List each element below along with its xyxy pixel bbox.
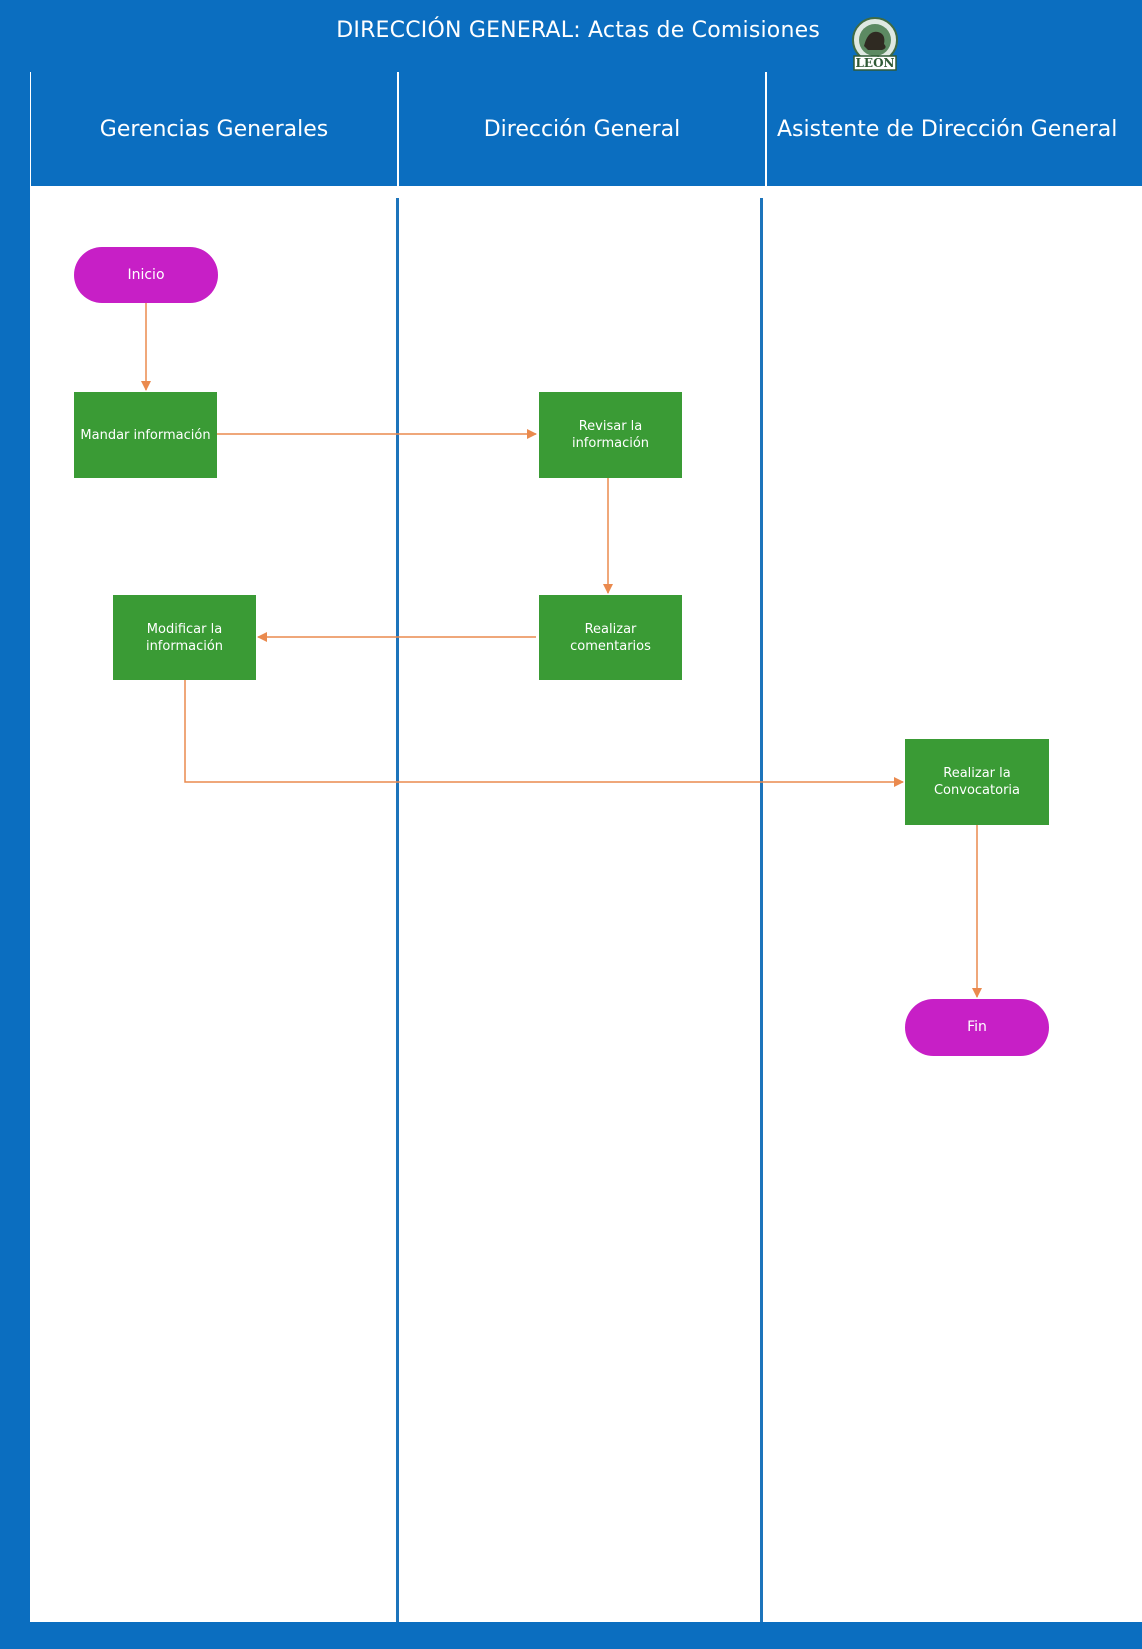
diagram-title: DIRECCIÓN GENERAL: Actas de Comisiones (336, 18, 820, 43)
lane-divider (760, 198, 763, 1622)
lion-crest-icon: LEÓN (852, 17, 898, 71)
process-modificar-informacion: Modificar la información (113, 595, 256, 680)
process-realizar-convocatoria: Realizar la Convocatoria (905, 739, 1049, 825)
lane-header-direccion: Dirección General (398, 72, 766, 186)
end-node: Fin (905, 999, 1049, 1056)
lane-header-gerencias: Gerencias Generales (30, 72, 398, 186)
start-node: Inicio (74, 247, 218, 303)
process-mandar-informacion: Mandar información (74, 392, 217, 478)
process-revisar-informacion: Revisar la información (539, 392, 682, 478)
logo-text: LEÓN (855, 54, 894, 70)
lane-header-asistente: Asistente de Dirección General (766, 72, 1142, 186)
swimlane-area: Gerencias Generales Dirección General As… (30, 72, 1142, 1622)
lane-divider (396, 198, 399, 1622)
process-realizar-comentarios: Realizar comentarios (539, 595, 682, 680)
